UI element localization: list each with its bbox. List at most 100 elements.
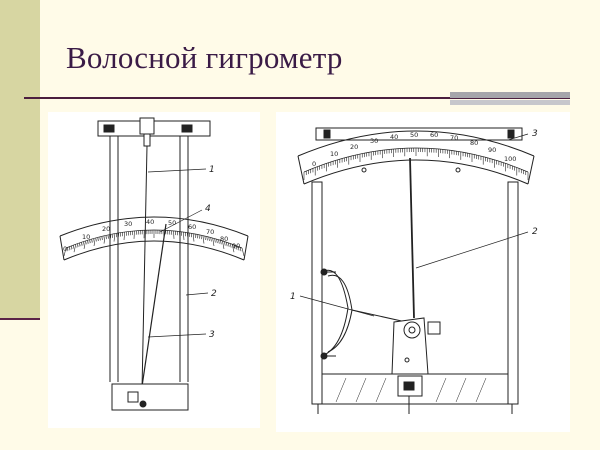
scale-tick [80,242,82,247]
scale-tick [106,235,108,240]
scale-tick [98,236,100,242]
scale-tick [93,237,96,247]
hygrometer-drawing-right: 0 10 20 30 40 50 60 70 80 90 100 3 2 1 [290,127,538,414]
harp-pin [320,352,328,360]
leader-label: 3 [532,129,538,139]
scale-tick [86,240,88,245]
scale-tick [103,235,106,244]
frame-post-right [507,181,519,405]
base-hatching [335,377,487,403]
scale-ticks-right [303,148,529,180]
scale-label: 90 [488,146,496,154]
harp-pin [320,268,328,276]
scale-tick [68,246,71,251]
scale-tick [88,239,90,244]
scale-tick [241,247,245,257]
scale-tick [78,242,80,247]
base-clamp-slot [403,381,415,391]
scale-edge [59,235,65,261]
hygrometer-diagram-right: 0 10 20 30 40 50 60 70 80 90 100 3 2 1 [276,112,570,432]
scale-tick [96,237,98,242]
scale-labels-right: 0 10 20 30 40 50 60 70 80 90 100 [312,131,516,168]
leader-label: 3 [209,330,215,340]
adjust-screw [139,117,155,135]
scale-label: 20 [350,143,358,151]
scale-label: 60 [430,131,438,139]
scale-label: 10 [82,233,90,241]
scale-tick [72,244,75,250]
scale-tick [235,245,238,250]
scale-screw [361,167,367,173]
scale-tick [231,244,235,253]
scale-tick [90,239,92,244]
hair [351,309,407,323]
scale-label: 20 [102,225,110,233]
scale-tick [237,246,240,251]
scale-tick [239,247,242,252]
hair-clamp [143,133,151,147]
scale-tick [208,236,210,242]
scale-tick [206,236,208,241]
leader-line [415,231,529,269]
pivot-axle [408,326,416,334]
scale-tick [210,237,212,242]
side-band [0,0,40,318]
hair-harp-inner [327,274,353,353]
counterweight [427,321,441,335]
scale-label: 30 [124,220,132,228]
scale-tick [222,240,225,249]
scale-tick [63,247,67,257]
scale-tick [233,244,236,250]
scale-tick [228,242,230,247]
hygrometer-diagram-left: 0 10 20 30 40 50 60 70 80 90 1 4 2 3 [48,112,260,428]
bracket-slot-right [181,124,193,133]
frame-slot [323,129,331,139]
scale-label: 70 [450,134,458,142]
leader-label: 2 [211,289,217,299]
scale-arc-inner [63,240,245,261]
scale-tick [192,233,195,242]
scale-tick [218,239,220,244]
scale-tick [66,247,69,252]
scale-tick [83,240,86,249]
scale-tick [214,238,216,243]
leader-line [147,333,207,338]
scale-tick [224,241,226,246]
scale-labels-left: 0 10 20 30 40 50 60 70 80 90 [63,218,240,253]
leader-line [507,133,529,141]
scale-tick [102,235,104,241]
scale-tick [229,243,232,248]
scale-label: 10 [330,150,338,158]
title-rule [24,97,570,99]
pivot-mount [127,391,139,403]
scale-tick [100,236,102,241]
scale-edge [243,235,249,261]
base-plate [322,373,509,405]
leader-line [299,295,375,317]
scale-screw [455,167,461,173]
scale-edge [527,155,535,185]
scale-tick [73,244,77,253]
leader-line [159,209,203,233]
scale-tick [200,235,202,240]
weight [139,400,147,408]
scale-label: 80 [470,139,478,147]
leader-label: 1 [290,292,296,302]
slide-title: Волосной гигрометр [66,40,343,75]
scale-label: 50 [410,131,418,139]
scale-tick [113,233,116,242]
scale-label: 60 [188,223,196,231]
scale-tick [82,241,84,246]
scale-tick [202,235,205,244]
decor-bar-light [450,100,570,105]
base-block [111,383,189,411]
scale-label: 100 [504,155,516,163]
hygrometer-drawing-left: 0 10 20 30 40 50 60 70 80 90 1 4 2 3 [59,117,249,411]
scale-tick [123,231,125,241]
leader-line [147,168,207,173]
leader-label: 2 [532,227,538,237]
scale-label: 40 [390,133,398,141]
scale-label: 90 [232,242,240,250]
decor-bar-dark [450,92,570,98]
scale-tick [92,238,94,243]
